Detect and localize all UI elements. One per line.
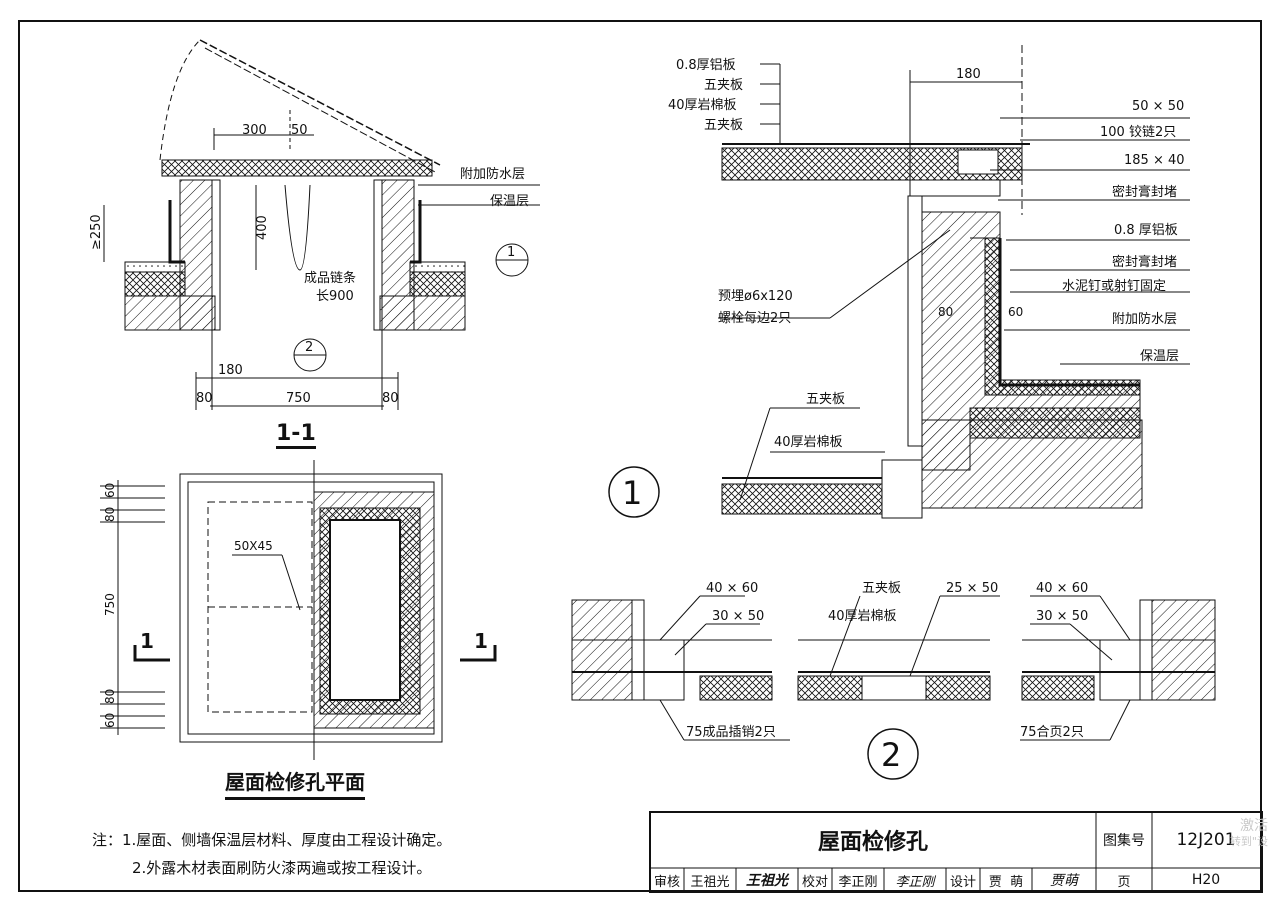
d2-mid-3: 40厚岩棉板	[828, 609, 897, 624]
d1-layer-3: 40厚岩棉板	[668, 98, 737, 113]
plan-member-size: 50X45	[234, 539, 273, 553]
dim-50: 50	[291, 123, 308, 138]
watermark-line-2: 转到"设	[1229, 835, 1268, 848]
atlas-number: 12J201	[1176, 830, 1236, 850]
waterproof-label: 附加防水层	[460, 166, 525, 182]
check-name: 李正刚	[838, 874, 878, 890]
d1-label-6: 密封膏封堵	[1112, 254, 1177, 270]
note-line-1: 注：1.屋面、侧墙保温层材料、厚度由工程设计确定。	[92, 831, 452, 849]
dim-400: 400	[255, 215, 270, 240]
d2-left-bottom: 75成品插销2只	[686, 725, 776, 740]
section-title: 1-1	[276, 422, 316, 449]
d1-label-7: 水泥钉或射钉固定	[1062, 278, 1166, 294]
dim-300: 300	[242, 123, 267, 138]
d1-lower-2: 40厚岩棉板	[774, 435, 843, 450]
d1-label-1: 50 × 50	[1132, 99, 1184, 114]
plan-dim-80-bottom: 80	[103, 689, 117, 704]
d2-left-mid: 30 × 50	[712, 609, 764, 624]
dim-80-left: 80	[196, 391, 213, 406]
plan-dim-80-top: 80	[103, 507, 117, 522]
dim-250: ≥250	[89, 214, 104, 250]
section-mark-right: 1	[474, 629, 488, 653]
atlas-label: 图集号	[1103, 833, 1145, 849]
page-number: H20	[1191, 872, 1221, 888]
notes: 注：1.屋面、侧墙保温层材料、厚度由工程设计确定。 2.外露木材表面刷防火漆两遍…	[92, 826, 451, 882]
note-line-2: 2.外露木材表面刷防火漆两遍或按工程设计。	[132, 859, 432, 877]
title-block: 屋面检修孔 图集号 12J201 审核 王祖光 王祖光 校对 李正刚 李正刚 设…	[650, 812, 1260, 892]
watermark: 激活 转到"设	[1230, 818, 1268, 850]
d1-label-8: 附加防水层	[1112, 311, 1177, 327]
section-1-1-drawing	[103, 39, 540, 410]
drawing-title: 屋面检修孔	[817, 830, 928, 855]
chain-label: 成品链条	[304, 270, 356, 286]
chain-length-label: 长900	[316, 289, 354, 304]
page-label: 页	[1117, 874, 1131, 890]
dim-80-right: 80	[382, 391, 399, 406]
ref-circle-2-text: 2	[305, 340, 313, 355]
d1-dim-180: 180	[956, 67, 981, 82]
detail-1-drawing	[608, 45, 1190, 519]
dim-750: 750	[286, 391, 311, 406]
d1-dim-80: 80	[938, 305, 953, 319]
plan-drawing	[100, 460, 497, 760]
ref-circle-1-text: 1	[507, 245, 515, 260]
detail-2-mark: 2	[881, 736, 901, 774]
plan-dim-60-top: 60	[103, 483, 117, 498]
plan-dim-750: 750	[103, 593, 117, 616]
title-block-grid	[649, 811, 1263, 893]
insulation-label: 保温层	[490, 194, 529, 209]
d1-lower-1: 五夹板	[806, 392, 845, 407]
d1-label-3: 185 × 40	[1124, 153, 1185, 168]
d2-right-mid: 30 × 50	[1036, 609, 1088, 624]
d2-left-top: 40 × 60	[706, 581, 758, 596]
check-signature: 李正刚	[895, 874, 935, 890]
d1-dim-60: 60	[1008, 305, 1023, 319]
review-label: 审核	[653, 874, 680, 890]
dim-180: 180	[218, 363, 243, 378]
d1-label-4: 密封膏封堵	[1112, 184, 1177, 200]
review-signature: 王祖光	[746, 873, 788, 889]
design-label: 设计	[949, 874, 976, 890]
d1-label-5: 0.8 厚铝板	[1114, 223, 1178, 238]
check-label: 校对	[801, 874, 828, 890]
d1-bolt-1: 预埋ø6x120	[718, 289, 793, 304]
plan-title: 屋面检修孔平面	[225, 766, 365, 800]
d1-layer-4: 五夹板	[704, 118, 743, 133]
drawing-frame	[18, 20, 1262, 892]
plan-dim-60-bottom: 60	[103, 713, 117, 728]
review-name: 王祖光	[690, 874, 730, 890]
watermark-line-1: 激活	[1240, 818, 1268, 834]
d2-right-top: 40 × 60	[1036, 581, 1088, 596]
detail-1-mark: 1	[622, 474, 642, 512]
d2-mid-1: 五夹板	[862, 581, 901, 596]
detail-2-drawing	[571, 595, 1216, 780]
d1-label-2: 100 铰链2只	[1100, 125, 1176, 140]
section-mark-left: 1	[140, 629, 154, 653]
design-signature: 贾萌	[1050, 873, 1078, 889]
d1-bolt-2: 螺栓每边2只	[718, 310, 791, 326]
d1-label-9: 保温层	[1140, 349, 1179, 364]
d1-layer-2: 五夹板	[704, 78, 743, 93]
design-name: 贾 萌	[988, 874, 1024, 890]
d2-mid-2: 25 × 50	[946, 581, 998, 596]
d1-layer-1: 0.8厚铝板	[676, 58, 736, 73]
d2-right-bottom: 75合页2只	[1020, 725, 1084, 740]
